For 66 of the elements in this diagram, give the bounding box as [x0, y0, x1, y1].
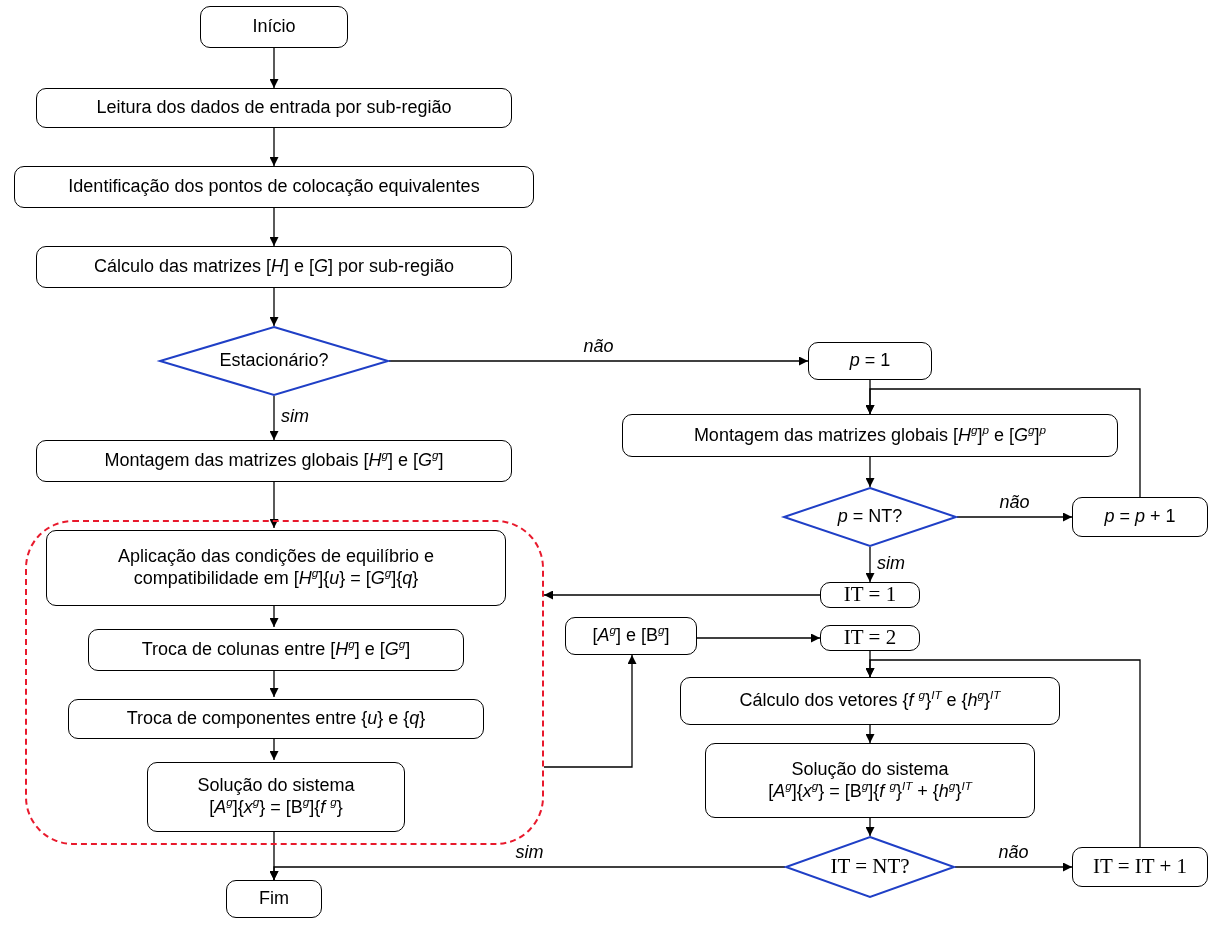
box-text: IT = 2: [843, 625, 897, 651]
box-text: p = 1: [849, 350, 891, 372]
arrow: [865, 659, 1141, 848]
box-text: IT = IT + 1: [1092, 854, 1188, 880]
box-text: [A$^{g}$]{x$^{g}$} = [B$^{g}$]{f $^{g}$}$^{IT}$ + {h$^{g}$}$^{IT}$: [768, 780, 972, 803]
arrow: [865, 388, 1141, 498]
dashed-group-outline: [25, 520, 544, 845]
arrow: [696, 633, 821, 643]
process-box: [808, 342, 932, 380]
arrow: [269, 127, 279, 167]
box-text: Leitura dos dados de entrada por sub-região: [96, 97, 452, 119]
process-box: [46, 530, 506, 606]
decision-label: IT = NT?: [830, 854, 910, 880]
box-text: Troca de componentes entre {u} e {q}: [126, 708, 426, 730]
process-box: [88, 629, 464, 671]
arrow: [543, 590, 821, 600]
process-box: [36, 88, 512, 128]
process-box: [36, 246, 512, 288]
arrow: [543, 654, 637, 768]
decision-diamond: [785, 836, 955, 898]
decision-label: Estacionário?: [219, 350, 329, 372]
decision-label: p = NT?: [837, 506, 903, 528]
box-text: Montagem das matrizes globais [H$^{g}$]$^{p}$ e [G$^{g}$]$^{p}$: [693, 424, 1047, 447]
process-box: [1072, 847, 1208, 887]
arrow: [865, 817, 875, 837]
process-box: [820, 582, 920, 608]
box-text: Montagem das matrizes globais [H$^{g}$] e [G$^{g}$]: [104, 450, 444, 472]
process-box: [705, 743, 1035, 818]
arrow: [956, 512, 1073, 522]
arrow: [865, 546, 875, 583]
process-box: [200, 6, 348, 48]
box-text: Aplicação das condições de equilíbrio e compatibilidade em [H$^{g}$]{u} = [G$^{g}$]{q}: [116, 546, 436, 590]
box-text: Troca de colunas entre [H$^{g}$] e [G$^{g}$]: [141, 639, 411, 661]
arrow: [269, 481, 279, 529]
decision-diamond: [159, 326, 389, 396]
process-box: [14, 166, 534, 208]
box-text: Solução do sistema: [197, 775, 355, 797]
process-box: [820, 625, 920, 651]
arrow: [269, 47, 279, 89]
arrow: [269, 866, 786, 881]
box-text: Fim: [259, 888, 289, 910]
box-text: [A$^{g}$]{x$^{g}$} = [B$^{g}$]{f $^{g}$}: [209, 797, 343, 819]
box-text: IT = 1: [843, 582, 897, 608]
arrow: [954, 862, 1073, 872]
arrow: [269, 287, 279, 327]
box-text: Início: [252, 16, 296, 38]
box-text: [A$^{g}$] e [B$^{g}$]: [592, 625, 670, 647]
process-box: [68, 699, 484, 739]
box-text: p = p + 1: [1104, 506, 1176, 528]
process-box: [147, 762, 405, 832]
process-box: [622, 414, 1118, 457]
decision-diamond: [783, 487, 957, 547]
arrow: [269, 395, 279, 441]
arrow: [865, 724, 875, 744]
box-text: Solução do sistema: [791, 758, 949, 781]
arrow: [865, 456, 875, 488]
arrow: [388, 356, 809, 366]
arrow: [269, 207, 279, 247]
process-box: [36, 440, 512, 482]
box-text: Identificação dos pontos de colocação equivalentes: [68, 176, 480, 198]
box-text: Cálculo das matrizes [H] e [G] por sub-região: [93, 256, 455, 278]
process-box: [1072, 497, 1208, 537]
process-box: [226, 880, 322, 918]
process-box: [680, 677, 1060, 725]
process-box: [565, 617, 697, 655]
box-text: Cálculo dos vetores {f $^{g}$}$^{IT}$ e {h$^{g}$}$^{IT}$: [739, 690, 1001, 712]
